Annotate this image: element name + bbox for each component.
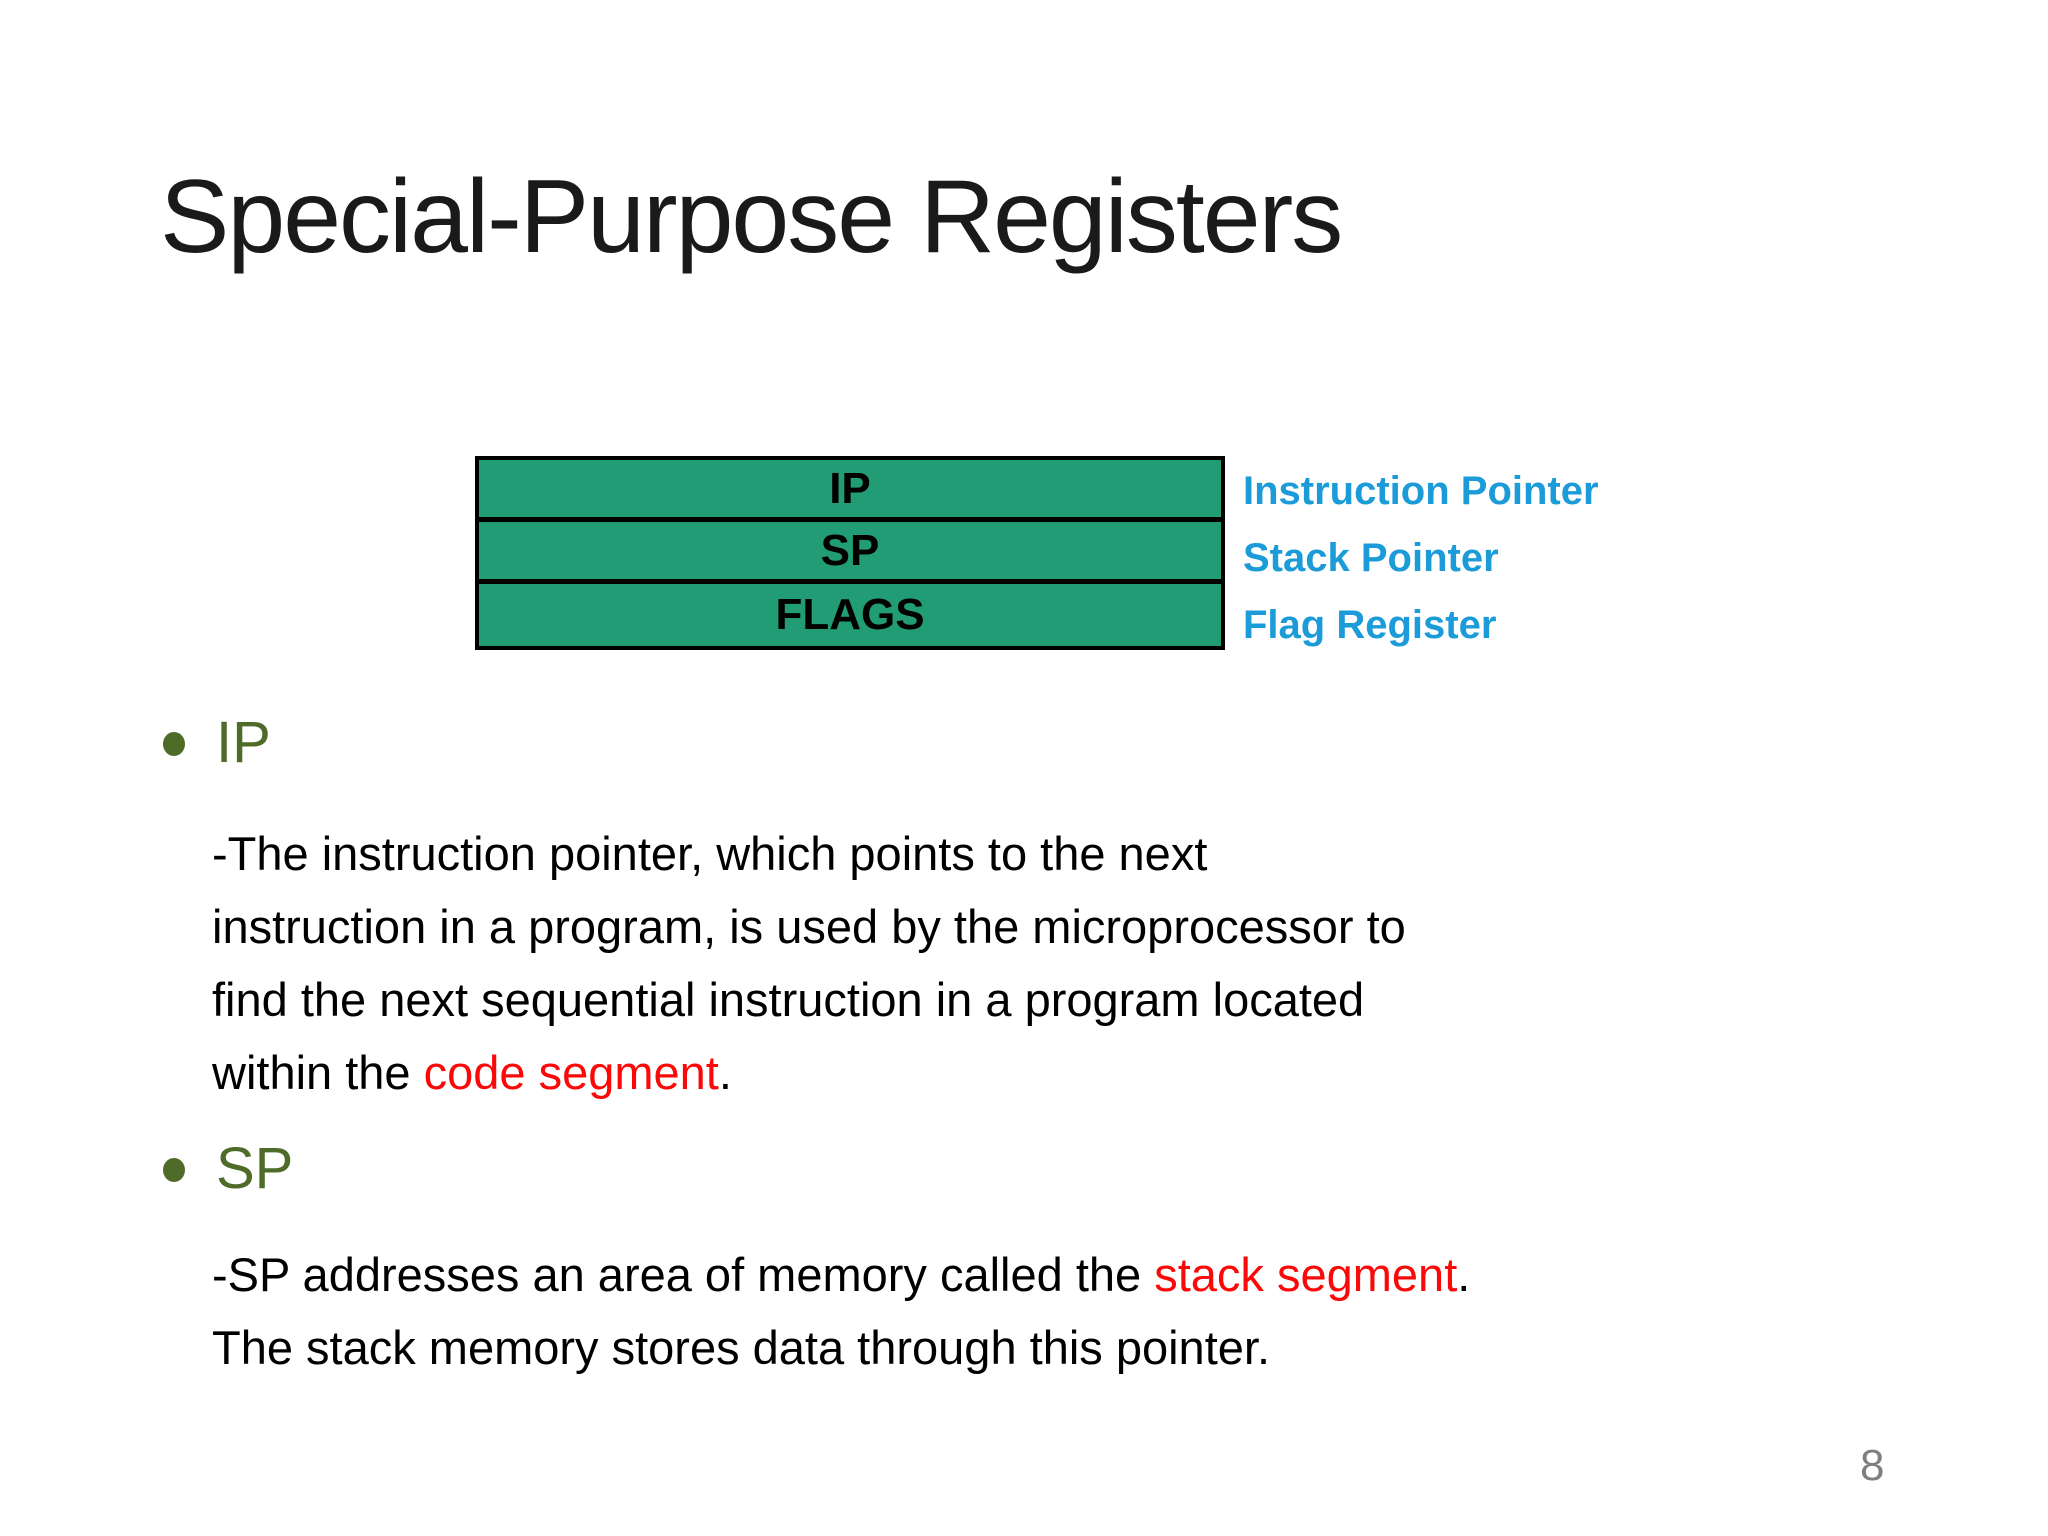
text-segment: The stack memory stores data through thi… — [212, 1321, 1271, 1374]
register-description-sp: Stack Pointer — [1243, 536, 1499, 580]
bullet-item-ip: IP — [163, 714, 271, 772]
text-segment: find the next sequential instruction in … — [212, 973, 1365, 1026]
sp-paragraph: -SP addresses an area of memory called t… — [212, 1238, 1470, 1384]
slide-title: Special-Purpose Registers — [160, 159, 1343, 275]
ip-paragraph-line-4: within the code segment. — [212, 1036, 1406, 1109]
bullet-item-sp: SP — [163, 1140, 293, 1198]
register-box-ip: IP — [479, 460, 1221, 522]
text-segment: instruction in a program, is used by the… — [212, 900, 1406, 953]
text-segment: within the — [212, 1046, 424, 1099]
register-descriptions: Instruction Pointer Stack Pointer Flag R… — [1243, 458, 1599, 659]
register-box-sp: SP — [479, 522, 1221, 584]
bullet-heading-ip: IP — [216, 710, 271, 775]
page-number: 8 — [1860, 1441, 1885, 1490]
register-name-flags: FLAGS — [775, 590, 925, 639]
bullet-heading-sp: SP — [216, 1136, 294, 1201]
ip-paragraph-line-3: find the next sequential instruction in … — [212, 963, 1406, 1036]
register-name-ip: IP — [829, 463, 871, 513]
text-segment: . — [718, 1046, 732, 1099]
register-description-ip: Instruction Pointer — [1243, 469, 1599, 513]
highlight-code-segment: code segment — [423, 1046, 719, 1099]
ip-paragraph: -The instruction pointer, which points t… — [212, 817, 1406, 1109]
bullet-icon — [163, 732, 185, 756]
ip-paragraph-line-1: -The instruction pointer, which points t… — [212, 817, 1406, 890]
bullet-icon — [163, 1158, 185, 1182]
ip-paragraph-line-2: instruction in a program, is used by the… — [212, 890, 1406, 963]
register-name-sp: SP — [820, 525, 880, 575]
sp-paragraph-line-1: -SP addresses an area of memory called t… — [212, 1238, 1470, 1311]
highlight-stack-segment: stack segment — [1154, 1248, 1458, 1301]
register-diagram: IP SP FLAGS — [475, 456, 1225, 650]
sp-paragraph-line-2: The stack memory stores data through thi… — [212, 1311, 1470, 1384]
register-box-flags: FLAGS — [479, 584, 1221, 646]
text-segment: . — [1457, 1248, 1471, 1301]
text-segment: -The instruction pointer, which points t… — [212, 827, 1208, 880]
text-segment: -SP addresses an area of memory called t… — [212, 1248, 1155, 1301]
register-description-flags: Flag Register — [1243, 603, 1497, 647]
